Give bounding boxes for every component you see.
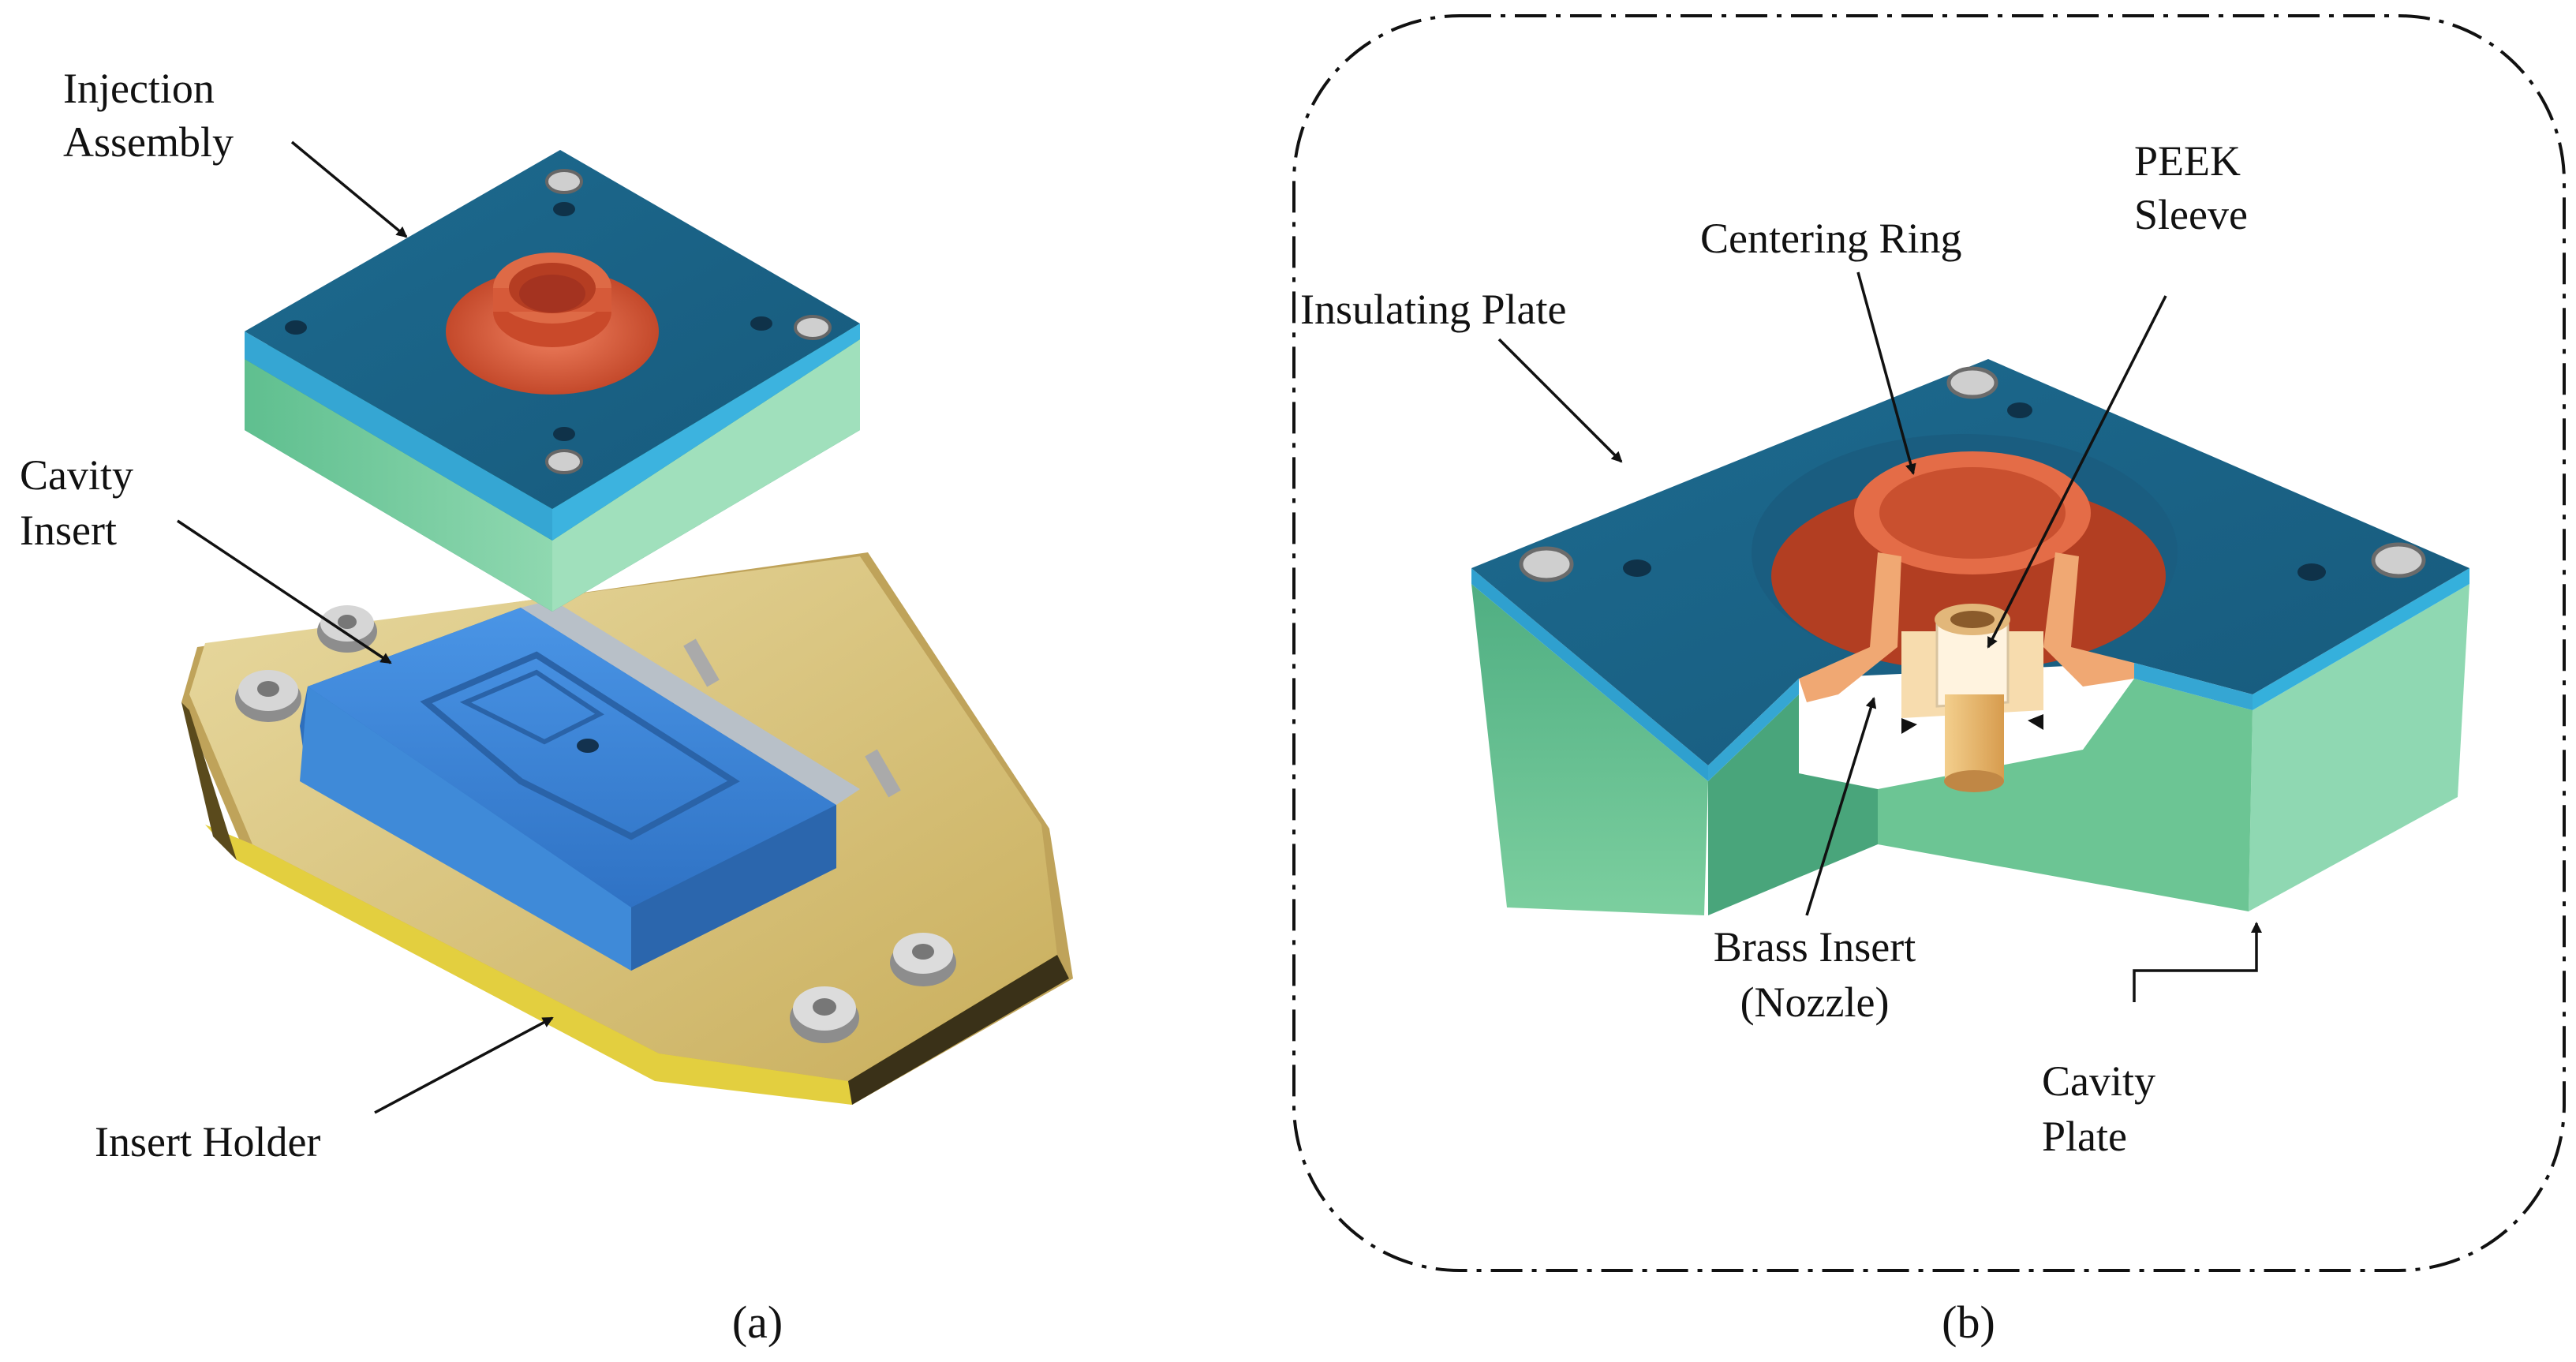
arrow-peek-sleeve [1987, 295, 2167, 649]
label-peek-sleeve-line2: Sleeve [2134, 191, 2248, 238]
arrow-centering-ring [1856, 271, 1916, 475]
arrow-cavity-plate [2133, 922, 2262, 1002]
label-insert-holder: Insert Holder [95, 1118, 320, 1166]
holder-bolt [790, 986, 859, 1043]
holder-bolt [235, 670, 301, 722]
label-cavity-plate-line1: Cavity [2042, 1057, 2155, 1105]
label-cavity-insert-line2: Insert [20, 507, 117, 554]
label-centering-ring: Centering Ring [1700, 215, 1961, 262]
cavity-insert-part [300, 600, 860, 971]
detail-frame [1292, 14, 2566, 1272]
label-injection-assembly-line2: Assembly [63, 118, 234, 166]
holder-bolt [317, 605, 377, 653]
arrow-brass-insert [1805, 697, 1877, 916]
panel-a: Injection Assembly Cavity Insert Insert … [20, 65, 1073, 1348]
caption-a: (a) [732, 1297, 783, 1348]
label-insulating-plate: Insulating Plate [1300, 286, 1566, 333]
label-brass-insert-line1: Brass Insert [1714, 923, 1916, 971]
panel-b: Insulating Plate Centering Ring PEEK Sle… [1292, 14, 2566, 1348]
injection-assembly-part [245, 150, 860, 612]
arrow-injection-assembly [290, 140, 408, 238]
label-peek-sleeve-line1: PEEK [2134, 137, 2241, 185]
cavity-plate-section [1471, 359, 2469, 915]
holder-bolt [890, 933, 956, 986]
label-cavity-plate-line2: Plate [2042, 1113, 2127, 1160]
label-brass-insert-line2: (Nozzle) [1740, 978, 1890, 1026]
label-injection-assembly-line1: Injection [63, 65, 215, 112]
arrow-insert-holder [374, 1016, 554, 1114]
label-cavity-insert-line1: Cavity [20, 451, 133, 499]
arrow-cavity-insert [177, 519, 392, 664]
arrow-insulating-plate [1497, 338, 1623, 463]
caption-b: (b) [1942, 1297, 1995, 1348]
